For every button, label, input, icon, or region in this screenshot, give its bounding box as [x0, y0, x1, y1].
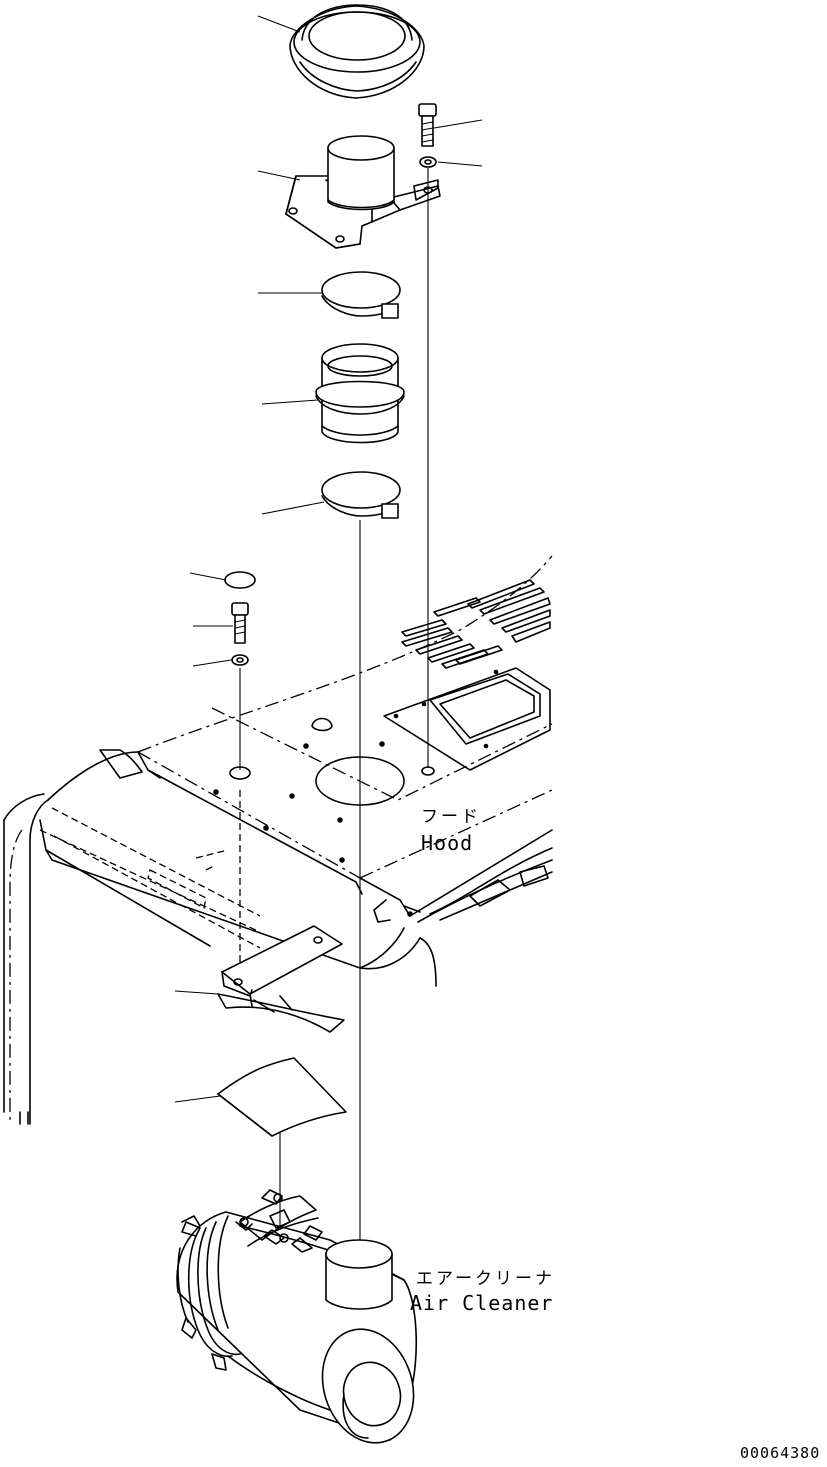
leader-line [433, 119, 483, 129]
plug-cap [224, 571, 256, 589]
leader-line [437, 161, 483, 167]
leader-line [261, 399, 319, 405]
air-cleaner-label: エアークリーナ Air Cleaner [410, 1269, 555, 1315]
hood-label-jp: フード [421, 807, 481, 827]
flex-hose [315, 343, 405, 444]
air-cleaner-label-en: Air Cleaner [410, 1291, 553, 1315]
air-cleaner [176, 1189, 417, 1444]
drawing-code: 00064380 [740, 1444, 820, 1462]
exhaust-bracket [285, 135, 441, 249]
support-bracket [217, 925, 345, 1033]
hood-panel [3, 555, 553, 1125]
bolt-left [231, 602, 249, 644]
hood-label: フード Hood [421, 807, 481, 855]
hose-clamp-lower [321, 471, 401, 519]
leader-line [174, 990, 219, 995]
leader-line [192, 659, 232, 667]
rain-cap [289, 4, 425, 99]
leader-line [257, 170, 301, 181]
gasket-sheet [217, 1057, 347, 1137]
leader-line [174, 1095, 221, 1103]
hose-clamp-upper [321, 271, 401, 319]
bolt-top [418, 103, 437, 147]
washer-top [419, 156, 437, 168]
hood-label-en: Hood [421, 831, 473, 855]
leader-line [261, 501, 325, 515]
leader-line [189, 572, 227, 581]
washer-left [231, 654, 249, 666]
air-cleaner-label-jp: エアークリーナ [416, 1269, 555, 1289]
leader-line [257, 15, 301, 33]
